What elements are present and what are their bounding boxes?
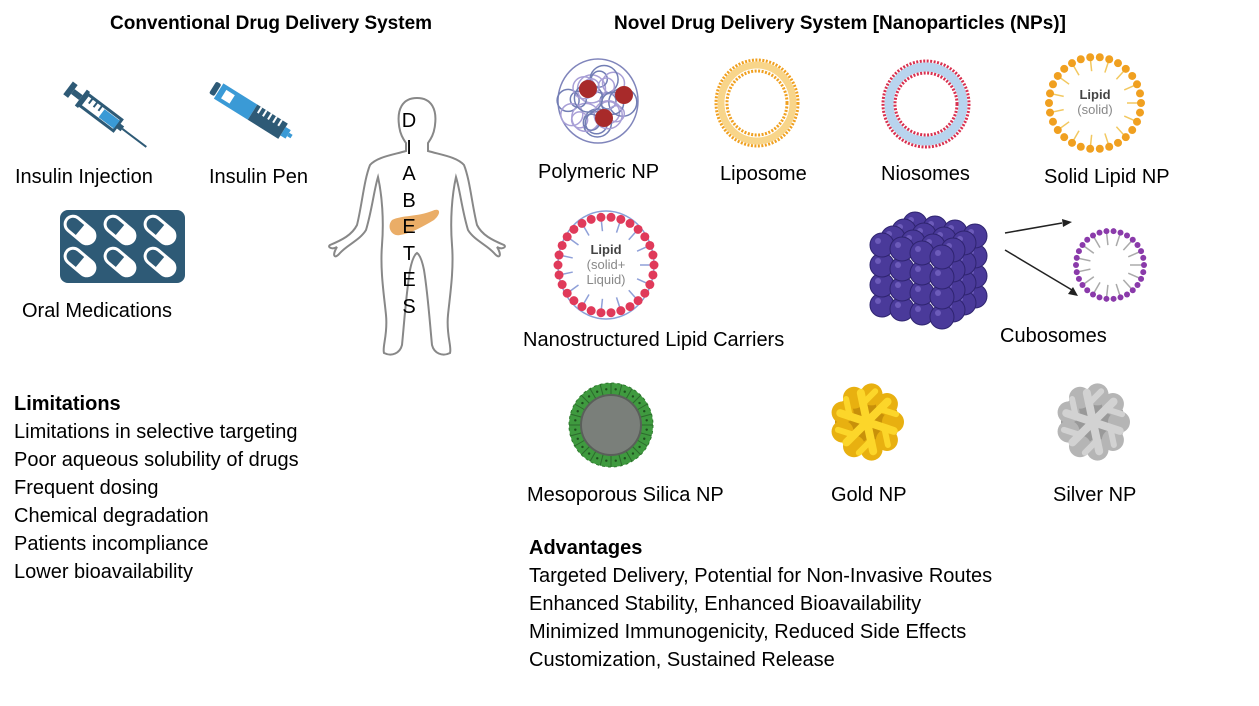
limitations-heading: Limitations [14,393,121,415]
diabetes-letter: A [402,163,416,185]
conventional-title: Conventional Drug Delivery System [110,13,433,34]
pill-icon [63,214,97,246]
diabetes-letter: B [402,189,416,212]
mesoporous-silica-np-label: Mesoporous Silica NP [527,484,724,506]
diabetes-letter: T [402,242,416,265]
pill-icon [143,214,177,246]
nlc-label: Nanostructured Lipid Carriers [523,329,785,351]
human-body-icon [328,96,506,356]
polymeric-np-label: Polymeric NP [538,161,660,183]
silver-np-label: Silver NP [1053,484,1137,506]
diabetes-letter: S [402,295,416,318]
svg-text:Liquid): Liquid) [586,272,625,287]
oral-medications-label: Oral Medications [22,300,173,322]
syringe-icon [63,81,147,148]
svg-text:Lipid: Lipid [590,242,621,257]
pill-icon [143,246,177,278]
advantages-heading: Advantages [529,537,643,559]
pill-blister-icon [60,210,185,283]
svg-text:(solid+: (solid+ [587,257,626,272]
silver-np-icon [1057,383,1130,461]
liposome-icon [714,58,800,148]
advantage-item: Customization, Sustained Release [529,649,835,671]
limitation-item: Limitations in selective targeting [14,421,298,443]
advantages-section: Advantages Targeted Delivery, Potential … [529,534,992,674]
limitation-item: Poor aqueous solubility of drugs [14,449,299,471]
limitation-item: Lower bioavailability [14,561,193,583]
niosome-icon [881,59,971,149]
svg-text:Lipid: Lipid [1079,87,1110,102]
liposome-label: Liposome [720,163,807,185]
limitation-item: Frequent dosing [14,477,159,499]
diabetes-letter: I [406,136,412,159]
cubosomes-label: Cubosomes [1000,325,1107,347]
pill-icon [103,214,137,246]
pill-icon [103,246,137,278]
insulin-pen-label: Insulin Pen [209,166,308,188]
limitation-item: Patients incompliance [14,533,209,555]
limitation-item: Chemical degradation [14,505,209,527]
nlc-icon: Lipid (solid+ Liquid) [553,210,659,320]
gold-np-label: Gold NP [831,484,907,506]
limitations-section: Limitations Limitations in selective tar… [14,390,299,586]
diabetes-letter: E [402,269,416,291]
advantage-item: Targeted Delivery, Potential for Non-Inv… [529,565,993,587]
svg-text:(solid): (solid) [1077,102,1112,117]
solid-lipid-np-icon: Lipid (solid) [1045,53,1145,153]
novel-title: Novel Drug Delivery System [Nanoparticle… [614,13,1066,34]
insulin-injection-label: Insulin Injection [15,166,153,188]
niosomes-label: Niosomes [881,163,970,185]
gold-np-icon [831,383,904,461]
polymeric-np-icon [556,58,639,144]
cubosome-icon [869,211,1147,330]
advantage-item: Enhanced Stability, Enhanced Bioavailabi… [529,593,922,615]
pancreas-icon [389,209,440,236]
diabetes-letter: D [401,110,417,132]
insulin-pen-icon [209,82,293,139]
diabetes-letter: E [402,216,416,238]
mesoporous-silica-np-icon [568,382,654,468]
advantage-item: Minimized Immunogenicity, Reduced Side E… [529,621,967,643]
pill-icon [63,246,97,278]
solid-lipid-np-label: Solid Lipid NP [1044,166,1170,188]
